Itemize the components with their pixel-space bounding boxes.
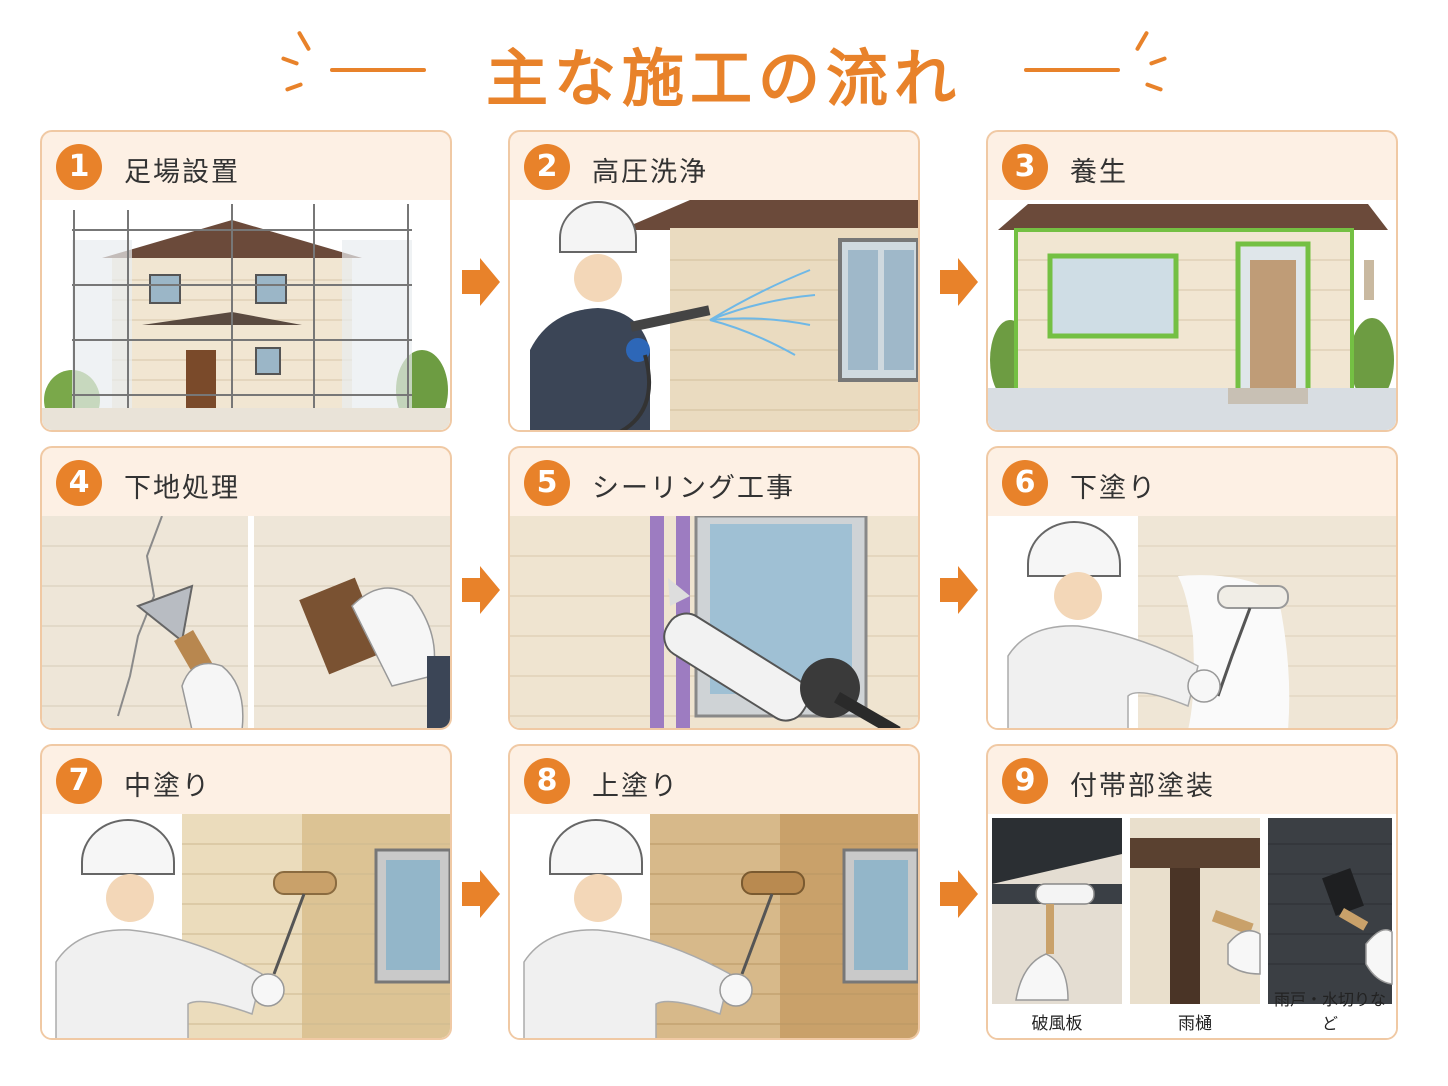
right-arrow-icon	[462, 258, 500, 306]
top-coat-illustration	[510, 814, 918, 1038]
sealing-illustration	[510, 516, 918, 728]
title-area: 主な施工の流れ	[0, 0, 1448, 120]
step-header: 8 上塗り	[510, 746, 918, 814]
step-label: 足場設置	[124, 157, 240, 188]
right-arrow-icon	[940, 258, 978, 306]
step-label: 下塗り	[1070, 473, 1157, 504]
step-header: 6 下塗り	[988, 448, 1396, 516]
masking-illustration	[988, 200, 1396, 430]
step-number: 3	[1002, 144, 1048, 190]
step-number: 8	[524, 758, 570, 804]
scaffolding-illustration	[42, 200, 450, 430]
step-card-1: 1 足場設置	[40, 130, 452, 432]
step-card-9: 9 付帯部塗装	[986, 744, 1398, 1040]
step-header: 4 下地処理	[42, 448, 450, 516]
step-card-3: 3 養生	[986, 130, 1398, 432]
step-label: 中塗り	[124, 771, 211, 802]
right-arrow-icon	[462, 870, 500, 918]
step-label: 付帯部塗装	[1070, 771, 1215, 802]
surface-prep-illustration	[42, 516, 450, 728]
undercoat-illustration	[988, 516, 1396, 728]
step-header: 3 養生	[988, 132, 1396, 200]
step-card-4: 4 下地処理	[40, 446, 452, 730]
right-arrow-icon	[462, 566, 500, 614]
step-header: 7 中塗り	[42, 746, 450, 814]
right-arrow-icon	[940, 566, 978, 614]
step-label: シーリング工事	[592, 473, 795, 504]
right-arrow-icon	[940, 870, 978, 918]
step-card-6: 6 下塗り	[986, 446, 1398, 730]
middle-coat-illustration	[42, 814, 450, 1038]
part-label-gutter: 雨樋	[1178, 1014, 1212, 1034]
step-label: 下地処理	[124, 473, 240, 504]
step-number: 6	[1002, 460, 1048, 506]
step-header: 5 シーリング工事	[510, 448, 918, 516]
title-line-right	[1024, 68, 1120, 72]
step-card-2: 2 高圧洗浄	[508, 130, 920, 432]
accessory-painting-illustration: 破風板 雨樋 雨戸・水切りなど	[988, 814, 1396, 1038]
step-label: 高圧洗浄	[592, 157, 708, 188]
step-card-7: 7 中塗り	[40, 744, 452, 1040]
step-label: 上塗り	[592, 771, 679, 802]
page-title: 主な施工の流れ	[485, 42, 962, 115]
step-number: 7	[56, 758, 102, 804]
part-label-shutter: 雨戸・水切りなど	[1273, 990, 1386, 1033]
step-header: 9 付帯部塗装	[988, 746, 1396, 814]
step-number: 9	[1002, 758, 1048, 804]
pressure-washing-illustration	[510, 200, 918, 430]
title-line-left	[330, 68, 426, 72]
step-header: 2 高圧洗浄	[510, 132, 918, 200]
step-number: 1	[56, 144, 102, 190]
step-number: 5	[524, 460, 570, 506]
step-header: 1 足場設置	[42, 132, 450, 200]
step-label: 養生	[1070, 157, 1128, 188]
step-card-5: 5 シーリング工事	[508, 446, 920, 730]
step-number: 4	[56, 460, 102, 506]
step-number: 2	[524, 144, 570, 190]
step-card-8: 8 上塗り	[508, 744, 920, 1040]
part-label-fascia: 破風板	[1031, 1014, 1083, 1034]
